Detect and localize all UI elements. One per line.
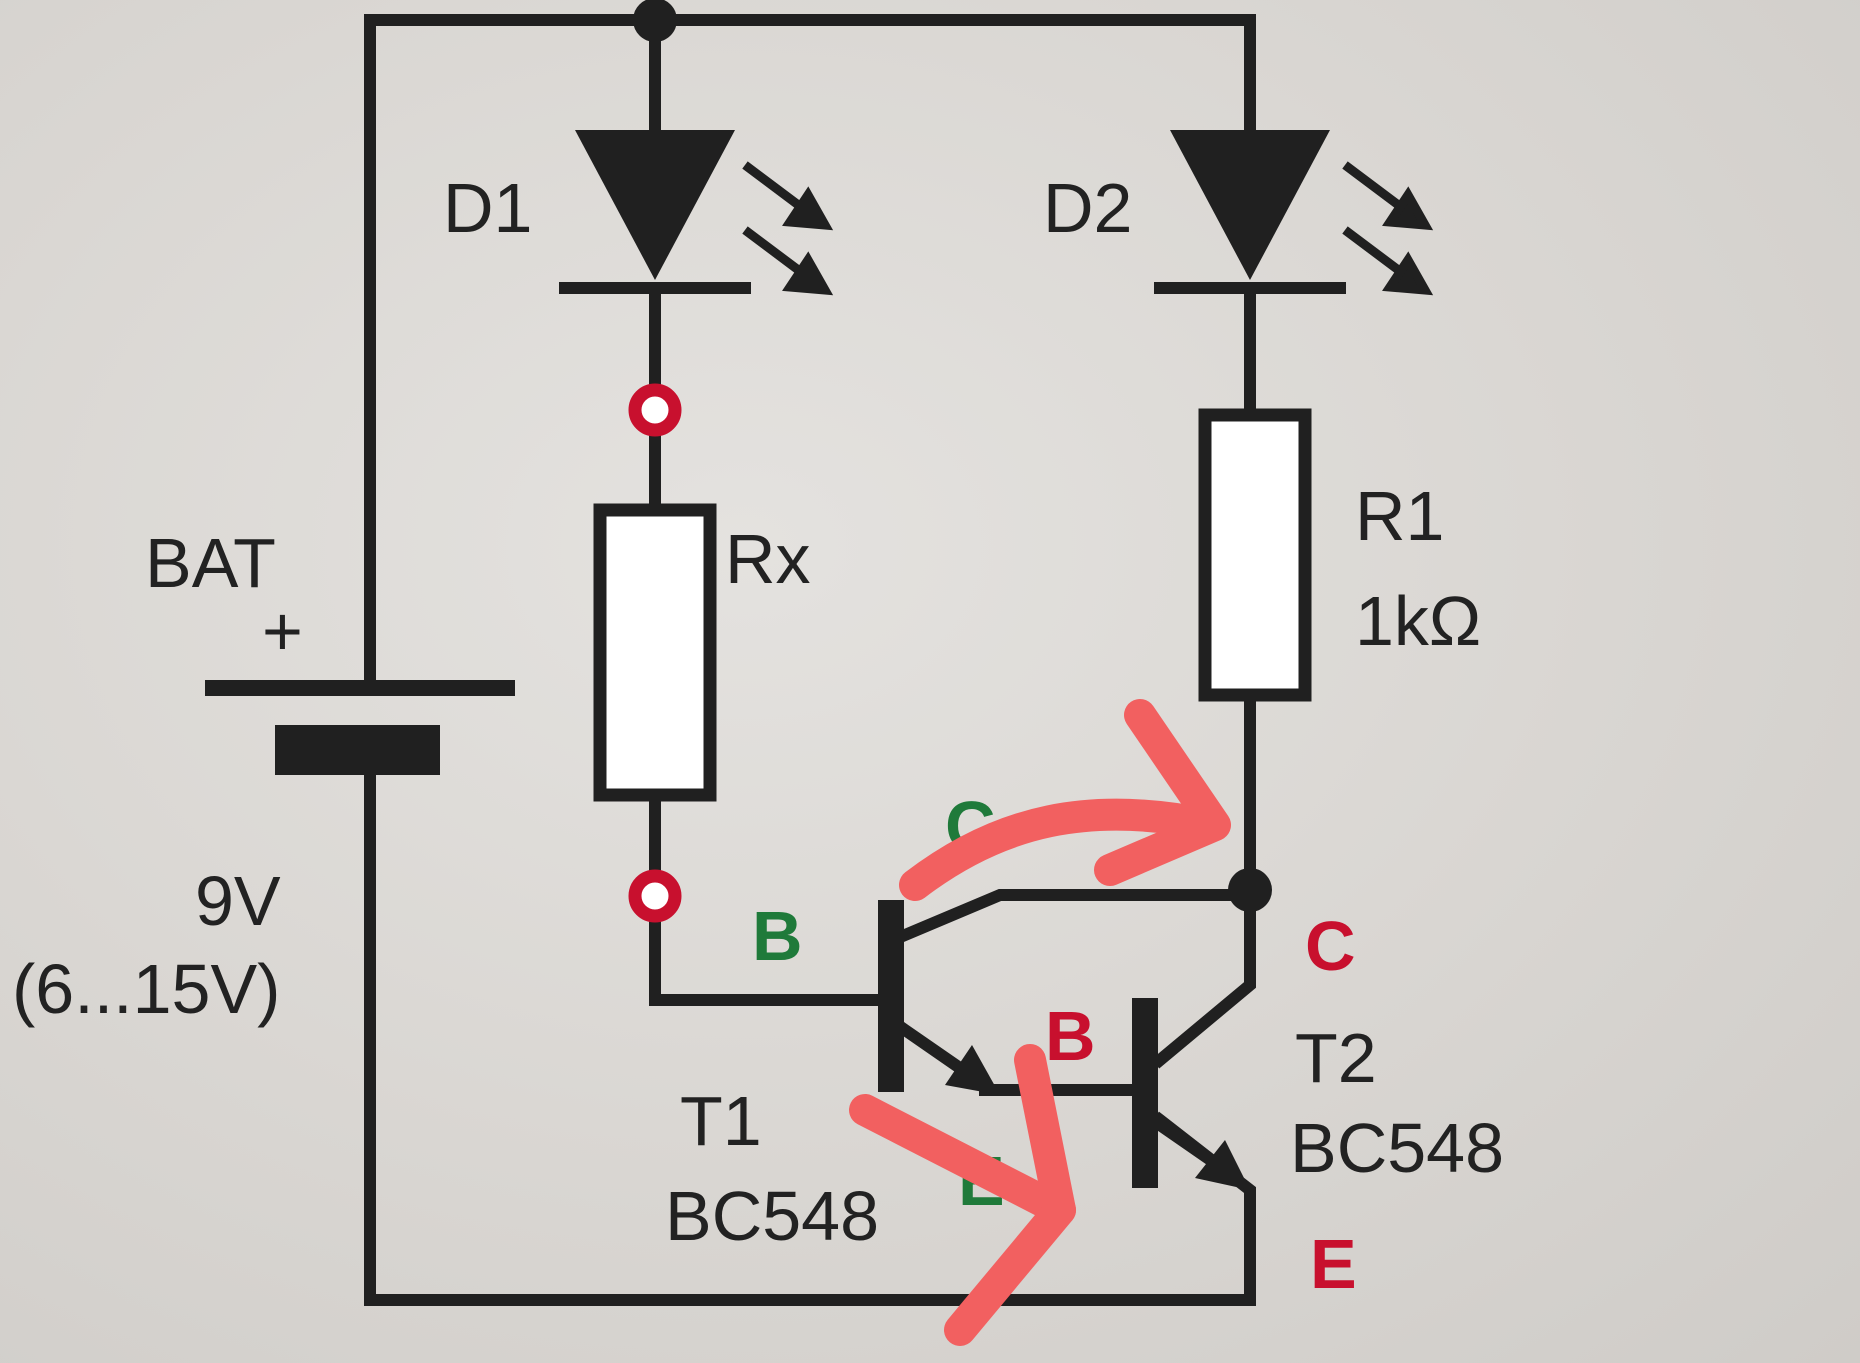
bat-plus-label: + (262, 592, 303, 670)
resistor-r1: R1 1kΩ (1198, 408, 1481, 702)
battery: BAT + 9V (6...15V) (12, 524, 515, 1028)
rx-bottom-terminal[interactable] (628, 869, 682, 923)
top-junction-dot (633, 0, 677, 42)
rx-body (593, 503, 717, 802)
r1-value-label: 1kΩ (1355, 582, 1481, 660)
t2-emitter-arrow (1195, 1140, 1250, 1190)
resistor-rx: Rx (593, 503, 811, 802)
transistor-t2: T2 BC548 B C E (1045, 907, 1504, 1303)
t1-base-bar (878, 900, 904, 1092)
t2-name-label: T2 (1295, 1019, 1377, 1097)
t2-collector-wire (1151, 889, 1256, 1069)
top-left-wire (364, 14, 661, 686)
t2-base-pin-label: B (1045, 997, 1096, 1075)
d1-light-arrows (742, 161, 834, 296)
d1-triangle (575, 130, 735, 280)
annotation-arrow-emitter-icon (849, 1094, 1076, 1226)
t2-base-bar (1132, 998, 1158, 1188)
battery-short-plate (275, 725, 440, 775)
bat-range-label: (6...15V) (12, 950, 280, 1028)
t1-emitter-arrow (945, 1045, 1000, 1095)
t2-emitter-pin-label: E (1310, 1225, 1357, 1303)
t1-base-pin-label: B (752, 897, 803, 975)
r1-body (1198, 408, 1312, 702)
d2-light-arrows (1342, 161, 1434, 296)
d2-triangle (1170, 130, 1330, 280)
bat-label: BAT (145, 524, 276, 602)
led-d1: D1 (443, 130, 834, 296)
annotation-arrowhead-emitter-icon (944, 1044, 1076, 1346)
annotation-arrows (849, 699, 1231, 1346)
t1-part-label: BC548 (665, 1177, 879, 1255)
t2-part-label: BC548 (1290, 1109, 1504, 1187)
r1-name-label: R1 (1355, 477, 1444, 555)
annotation-arrow-collector-icon (899, 798, 1226, 901)
t2-collector-pin-label: C (1305, 907, 1356, 985)
rx-label: Rx (725, 520, 811, 598)
collector-junction-dot (1228, 868, 1272, 912)
t1-collector-wire (897, 889, 1256, 943)
t1-base-wire (649, 916, 896, 1006)
t1-name-label: T1 (680, 1082, 762, 1160)
led-d2: D2 (1043, 130, 1434, 296)
d1-label: D1 (443, 169, 532, 247)
d2-label: D2 (1043, 169, 1132, 247)
rx-top-terminal[interactable] (628, 383, 682, 437)
top-right-wire (649, 14, 1256, 136)
annotation-arrowhead-collector-icon (1094, 699, 1231, 886)
bat-voltage-label: 9V (195, 862, 281, 940)
